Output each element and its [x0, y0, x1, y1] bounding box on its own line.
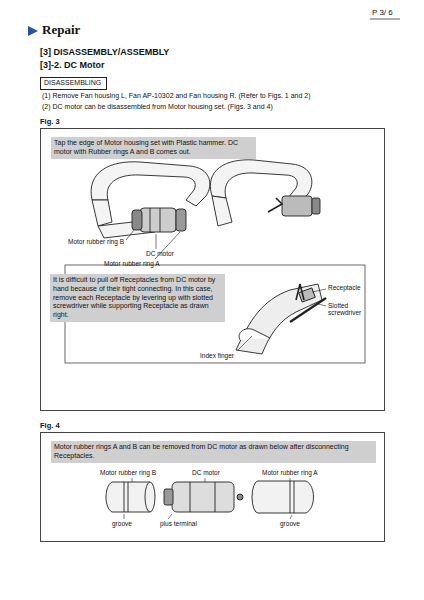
instruction-text: (2) DC motor can be disassembled from Mo…: [42, 103, 273, 111]
part-label: DC motor: [146, 250, 174, 257]
note-box: It is difficult to pull off Receptacles …: [50, 274, 225, 322]
figure-frame: Fig. 3Tap the edge of Motor housing set …: [40, 128, 385, 411]
section-box: DISASSEMBLING: [40, 77, 107, 90]
figure-label: Fig. 3: [40, 117, 60, 126]
page-title: Repair: [42, 23, 80, 38]
rubber-ring-a: [252, 481, 314, 513]
tool-right: [210, 160, 312, 226]
motor-left: [132, 208, 186, 232]
leader-line: [238, 289, 326, 350]
part-label: Motor rubber ring B: [68, 238, 124, 245]
motor-right: [282, 196, 320, 216]
header-text: [3] DISASSEMBLY/ASSEMBLY: [40, 47, 169, 57]
note-text: It is difficult to pull off Receptacles …: [53, 276, 222, 320]
receptacle-detail: [236, 284, 326, 354]
note-box: Tap the edge of Motor housing set with P…: [51, 137, 256, 159]
part-label: Slotted screwdriver: [328, 302, 373, 317]
part-label: Motor rubber ring A: [104, 260, 160, 267]
header-text: [3]-2. DC Motor: [40, 60, 105, 70]
leader-line: [126, 230, 180, 259]
dc-motor: [164, 482, 243, 512]
tool-left: [91, 162, 210, 238]
rubber-ring-b: [106, 482, 155, 512]
part-label: groove: [112, 520, 132, 527]
header-text: P 3/ 6: [372, 8, 393, 17]
part-label: groove: [280, 520, 300, 527]
figure-label: Fig. 4: [40, 421, 60, 430]
heading-arrow: [28, 26, 38, 36]
note-text: Tap the edge of Motor housing set with P…: [54, 139, 253, 157]
part-label: Index finger: [200, 352, 234, 359]
note-text: DISASSEMBLING: [44, 79, 103, 88]
part-label: Motor rubber ring A: [262, 469, 318, 476]
part-label: DC motor: [192, 469, 220, 476]
part-label: plus terminal: [160, 520, 197, 527]
note-box: Motor rubber rings A and B can be remove…: [51, 441, 376, 463]
leader-line: [124, 478, 292, 519]
part-label: Receptacle: [328, 284, 361, 291]
instruction-text: (1) Remove Fan housing L, Fan AP-10302 a…: [42, 92, 310, 100]
rule: [370, 19, 400, 20]
part-label: Motor rubber ring B: [100, 469, 156, 476]
note-text: Motor rubber rings A and B can be remove…: [54, 443, 373, 461]
motion-arrow: [268, 198, 282, 212]
figure-frame: Fig. 4Motor rubber rings A and B can be …: [40, 432, 385, 542]
